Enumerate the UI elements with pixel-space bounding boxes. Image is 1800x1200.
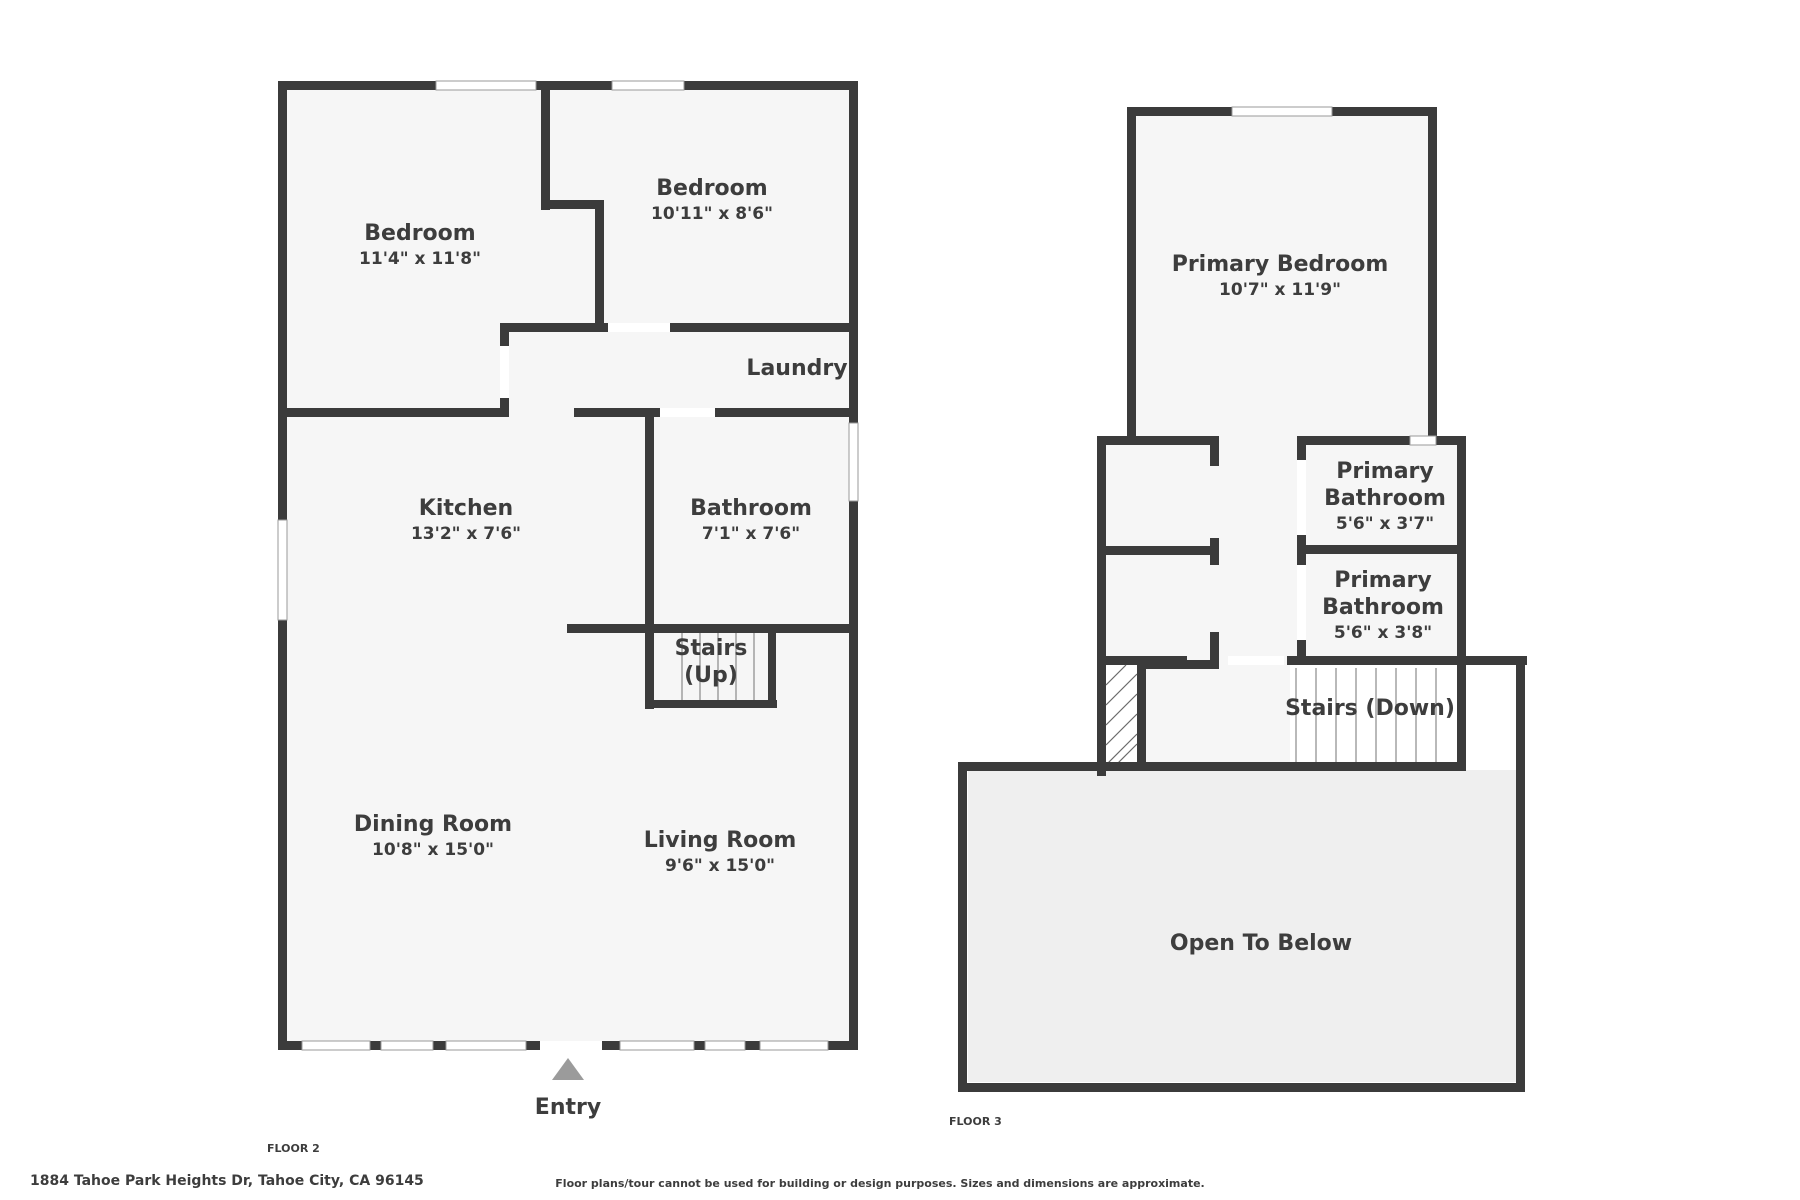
bathroom-name: Bathroom xyxy=(690,496,812,521)
floor-3-label: FLOOR 3 xyxy=(949,1115,1002,1128)
stairs-up-treads xyxy=(681,633,755,700)
kitchen-dims: 13'2" x 7'6" xyxy=(411,524,521,544)
entry-arrow-icon xyxy=(552,1058,584,1080)
primary-bath-1-line1: Primary xyxy=(1336,459,1433,484)
living-room-name: Living Room xyxy=(644,828,797,853)
bedroom-a-dims: 11'4" x 11'8" xyxy=(359,249,481,269)
primary-bath-2-line1: Primary xyxy=(1334,568,1431,593)
kitchen-name: Kitchen xyxy=(419,496,513,521)
primary-bath-1-line2: Bathroom xyxy=(1324,486,1446,511)
dining-room-name: Dining Room xyxy=(354,812,512,837)
disclaimer-text: Floor plans/tour cannot be used for buil… xyxy=(555,1177,1204,1190)
floor-2-plan: Bedroom 11'4" x 11'8" Bedroom 10'11" x 8… xyxy=(267,80,859,1155)
floor-2-label: FLOOR 2 xyxy=(267,1142,320,1155)
stairs-up-line1: Stairs xyxy=(675,636,748,661)
laundry-name: Laundry xyxy=(746,356,847,381)
address-text: 1884 Tahoe Park Heights Dr, Tahoe City, … xyxy=(30,1173,424,1189)
primary-bath-2-line2: Bathroom xyxy=(1322,595,1444,620)
open-to-below-name: Open To Below xyxy=(1170,931,1352,956)
primary-bedroom-dims: 10'7" x 11'9" xyxy=(1219,280,1341,300)
chimney-hatch xyxy=(1105,664,1138,766)
primary-bath-1-dims: 5'6" x 3'7" xyxy=(1336,514,1434,534)
dining-room-dims: 10'8" x 15'0" xyxy=(372,840,494,860)
bedroom-b-name: Bedroom xyxy=(656,176,767,201)
primary-bath-2-dims: 5'6" x 3'8" xyxy=(1334,623,1432,643)
entry-label: Entry xyxy=(535,1095,601,1120)
living-room-dims: 9'6" x 15'0" xyxy=(665,856,775,876)
stairs-down-name: Stairs (Down) xyxy=(1285,696,1455,721)
floor-3-plan: Primary Bedroom 10'7" x 11'9" Primary Ba… xyxy=(949,106,1527,1128)
stairs-down-treads xyxy=(1295,668,1437,762)
bedroom-b-dims: 10'11" x 8'6" xyxy=(651,204,773,224)
stairs-up-line2: (Up) xyxy=(684,663,738,688)
primary-bedroom-name: Primary Bedroom xyxy=(1172,252,1389,277)
bathroom-dims: 7'1" x 7'6" xyxy=(702,524,800,544)
bedroom-a-name: Bedroom xyxy=(364,221,475,246)
